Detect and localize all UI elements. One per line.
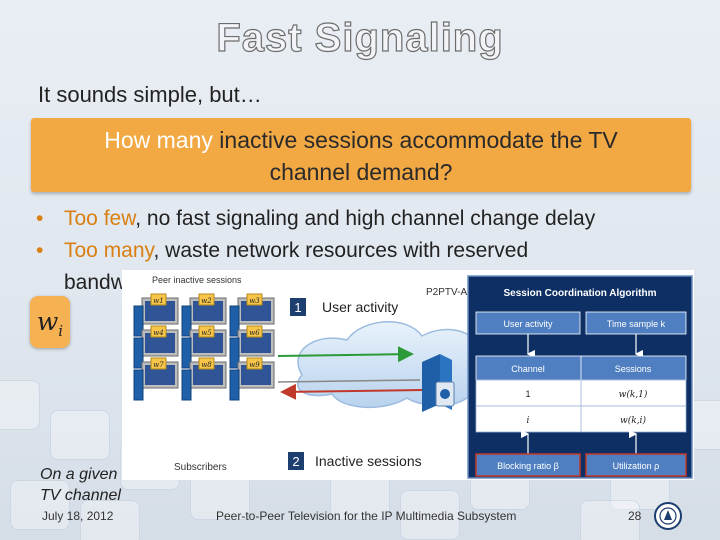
wi-symbol: wi [36, 307, 64, 340]
session-coordination-panel: Session Coordination Algorithm User acti… [467, 275, 693, 479]
subscriber-weight-label: w6 [249, 329, 260, 337]
algo-row1-sessions: w(k,1) [619, 389, 648, 400]
given-line1: On a given [40, 466, 118, 483]
subscriber-weight-label: w2 [201, 297, 212, 305]
subscriber-weight-label: w4 [153, 329, 163, 337]
university-seal-icon [654, 502, 682, 530]
bullet-dot: • [36, 207, 44, 230]
subscriber-pc: w6 [229, 325, 275, 369]
step1-label: User activity [322, 299, 398, 315]
question-text: How many inactive sessions accommodate t… [31, 124, 691, 188]
subscribers-label: Subscribers [174, 462, 227, 473]
footer-date: July 18, 2012 [42, 509, 114, 523]
step2-label: Inactive sessions [315, 453, 422, 469]
subscriber-weight-label: w8 [201, 361, 212, 369]
slide-title: Fast Signaling [216, 15, 504, 60]
step1-number: 1 [294, 300, 301, 315]
subscribers-grid: w1 w2 w3 w4 w5 w6 w7 w8 w9 [133, 293, 275, 401]
subscriber-pc: w9 [229, 357, 275, 401]
connection-line [277, 379, 421, 383]
bullet-text: , waste network resources with reserved [153, 239, 529, 262]
subscriber-pc: w8 [181, 357, 227, 401]
bullet-text: , no fast signaling and high channel cha… [135, 207, 596, 230]
subscriber-pc: w4 [133, 325, 179, 369]
bullet-highlight: Too few [64, 207, 136, 230]
algo-user-activity: User activity [503, 319, 553, 329]
footer-title: Peer-to-Peer Television for the IP Multi… [216, 509, 517, 523]
step2-number: 2 [292, 454, 299, 469]
bullet-item: • Too many, waste network resources with … [30, 235, 710, 267]
slide-subtitle: It sounds simple, but… [38, 82, 262, 107]
algo-col-channel: Channel [511, 364, 545, 374]
wi-symbol-box: wi [30, 296, 70, 348]
subscriber-pc: w3 [229, 293, 275, 337]
bullet-dot: • [36, 239, 44, 262]
p2ptv-as-label: P2PTV-AS [426, 287, 474, 298]
given-channel-label: On a given TV channel [40, 464, 121, 506]
question-box: How many inactive sessions accommodate t… [31, 118, 691, 192]
algo-utilization: Utilization ρ [613, 461, 660, 471]
algo-row1-channel: 1 [525, 389, 530, 399]
algo-row2-sessions: w(k,i) [620, 415, 646, 426]
subscriber-weight-label: w3 [249, 297, 260, 305]
algo-col-sessions: Sessions [615, 364, 652, 374]
step2-badge [288, 452, 304, 470]
algo-blocking-ratio: Blocking ratio β [497, 461, 559, 471]
subscriber-pc: w5 [181, 325, 227, 369]
subscriber-pc: w1 [133, 293, 179, 337]
subscriber-pc: w7 [133, 357, 179, 401]
step1-badge [290, 298, 306, 316]
inactive-sessions-arrow [280, 383, 423, 400]
subscriber-weight-label: w9 [249, 361, 260, 369]
given-line2: TV channel [40, 487, 121, 504]
algo-row2-channel: i [527, 416, 530, 426]
question-line2: channel demand? [269, 159, 453, 185]
subscriber-weight-label: w5 [201, 329, 212, 337]
peer-inactive-label: Peer inactive sessions [152, 275, 242, 285]
algo-time-sample: Time sample k [607, 319, 666, 329]
algo-title: Session Coordination Algorithm [504, 288, 657, 299]
bullet-highlight: Too many [64, 239, 154, 262]
p2ptv-as-server [422, 354, 455, 412]
subscriber-weight-label: w1 [153, 297, 163, 305]
subscriber-weight-label: w7 [153, 361, 164, 369]
question-highlight: How many [104, 127, 213, 153]
user-activity-arrow [277, 346, 414, 363]
bullet-item: • Too few, no fast signaling and high cha… [30, 203, 710, 235]
page-number: 28 [628, 509, 642, 523]
subscriber-pc: w2 [181, 293, 227, 337]
question-line1: inactive sessions accommodate the TV [212, 127, 618, 153]
